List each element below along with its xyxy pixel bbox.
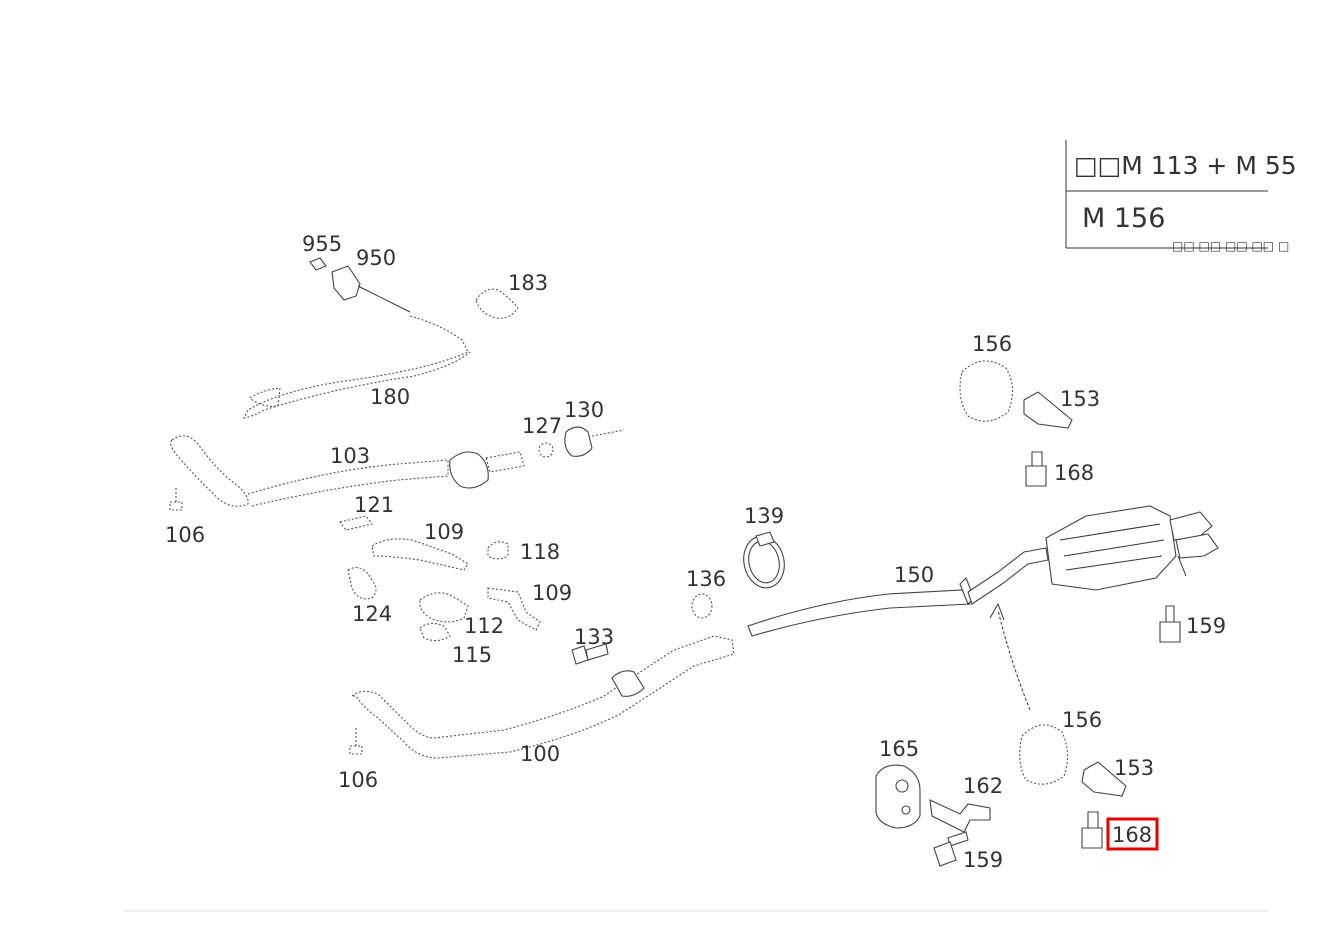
part-162-bracket	[929, 799, 991, 833]
engine-line-1: □□M 113 + M 55	[1074, 151, 1297, 180]
rear-muffler	[1045, 505, 1219, 591]
label-955[interactable]: 955	[302, 232, 342, 256]
label-168-upper[interactable]: 168	[1054, 461, 1094, 485]
part-153-hanger-upper	[1023, 391, 1073, 429]
part-168-bolt-upper	[1025, 451, 1047, 487]
label-168-lower[interactable]: 168	[1112, 823, 1152, 847]
part-156-rubber-hanger-lower	[1019, 724, 1069, 785]
part-156-rubber-hanger-upper	[959, 360, 1014, 422]
label-153-lower[interactable]: 153	[1114, 756, 1154, 780]
engine-note: □□ □□ □□ □□ □	[1172, 239, 1289, 253]
label-109-upper[interactable]: 109	[424, 520, 464, 544]
label-115[interactable]: 115	[452, 643, 492, 667]
label-153-upper[interactable]: 153	[1060, 387, 1100, 411]
label-118[interactable]: 118	[520, 540, 560, 564]
part-130-clamp	[564, 426, 625, 457]
part-106-bolt-upper	[169, 488, 183, 511]
label-165[interactable]: 165	[879, 737, 919, 761]
label-133[interactable]: 133	[574, 625, 614, 649]
part-124-mount	[347, 567, 377, 600]
label-130[interactable]: 130	[564, 398, 604, 422]
label-109-lower[interactable]: 109	[532, 581, 572, 605]
part-labels: 955 950 183 180 130 127 103 121 106 109 …	[165, 232, 1226, 872]
label-121[interactable]: 121	[354, 493, 394, 517]
engine-line-2: M 156	[1082, 203, 1165, 234]
part-153-hanger-lower	[1081, 761, 1127, 797]
label-162[interactable]: 162	[963, 774, 1003, 798]
part-139-clamp	[743, 531, 785, 589]
part-180-pipe	[243, 315, 471, 419]
label-106-lower[interactable]: 106	[338, 768, 378, 792]
part-103-front-pipe	[170, 435, 525, 507]
label-136[interactable]: 136	[686, 567, 726, 591]
part-127-clip	[538, 442, 554, 458]
label-156-upper[interactable]: 156	[972, 332, 1012, 356]
label-124[interactable]: 124	[352, 602, 392, 626]
part-183-bracket	[475, 288, 519, 319]
label-150[interactable]: 150	[894, 563, 934, 587]
assembly-arrow	[989, 602, 1031, 711]
part-950-sensor	[331, 265, 411, 313]
part-955-sensor-tip	[309, 257, 327, 271]
label-183[interactable]: 183	[508, 271, 548, 295]
part-109-bracket-lower	[487, 587, 541, 631]
part-100-intermediate-pipe	[350, 635, 735, 759]
part-106-bolt-lower	[349, 728, 363, 755]
label-139[interactable]: 139	[744, 504, 784, 528]
part-118-nut	[487, 541, 509, 560]
part-115-washer	[419, 622, 451, 642]
label-127[interactable]: 127	[522, 414, 562, 438]
part-112-rubber-mount	[419, 592, 469, 623]
part-121-bracket	[339, 515, 373, 531]
part-133-bolt	[571, 643, 609, 665]
part-165-rubber-mount	[875, 764, 921, 829]
part-136-seal	[691, 593, 713, 619]
label-106-upper[interactable]: 106	[165, 523, 205, 547]
part-159-bolt-upper	[1159, 605, 1181, 643]
label-180[interactable]: 180	[370, 385, 410, 409]
part-159-bolt-lower	[933, 831, 969, 867]
part-150-rear-pipe	[747, 547, 1049, 637]
label-100[interactable]: 100	[520, 742, 560, 766]
selected-part-highlight	[1106, 817, 1159, 851]
engine-info-box: □□M 113 + M 55 M 156 □□ □□ □□ □□ □	[1065, 140, 1297, 253]
label-950[interactable]: 950	[356, 246, 396, 270]
label-112[interactable]: 112	[464, 614, 504, 638]
label-156-lower[interactable]: 156	[1062, 708, 1102, 732]
label-103[interactable]: 103	[330, 444, 370, 468]
part-168-bolt-lower	[1081, 811, 1103, 849]
label-159-lower[interactable]: 159	[963, 848, 1003, 872]
label-159-upper[interactable]: 159	[1186, 614, 1226, 638]
